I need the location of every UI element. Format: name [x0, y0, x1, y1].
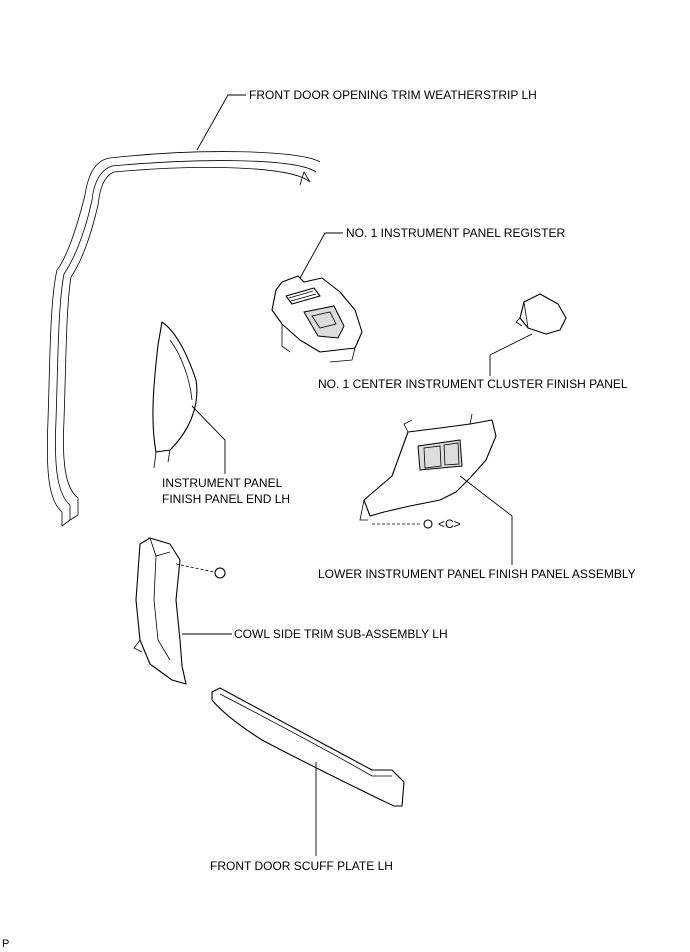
register-part — [271, 275, 363, 363]
lower-panel-part — [359, 413, 497, 529]
cowl-trim-part — [133, 537, 226, 685]
leader-lines — [182, 94, 533, 856]
label-weatherstrip: FRONT DOOR OPENING TRIM WEATHERSTRIP LH — [249, 88, 537, 102]
cluster-panel-part — [515, 293, 567, 335]
label-register: NO. 1 INSTRUMENT PANEL REGISTER — [346, 226, 566, 240]
scuff-plate-part — [211, 687, 405, 807]
label-cowl-trim: COWL SIDE TRIM SUB-ASSEMBLY LH — [234, 627, 448, 641]
label-clip-c: <C> — [438, 517, 461, 531]
end-panel-part — [152, 321, 198, 469]
page-mark: P — [2, 938, 10, 950]
weatherstrip-part — [46, 151, 321, 527]
label-scuff-plate: FRONT DOOR SCUFF PLATE LH — [210, 859, 393, 873]
label-cluster-panel: NO. 1 CENTER INSTRUMENT CLUSTER FINISH P… — [318, 377, 628, 391]
label-end-panel-line1: INSTRUMENT PANEL — [162, 476, 283, 490]
label-lower-panel: LOWER INSTRUMENT PANEL FINISH PANEL ASSE… — [318, 567, 636, 581]
label-end-panel-line2: FINISH PANEL END LH — [162, 492, 291, 506]
